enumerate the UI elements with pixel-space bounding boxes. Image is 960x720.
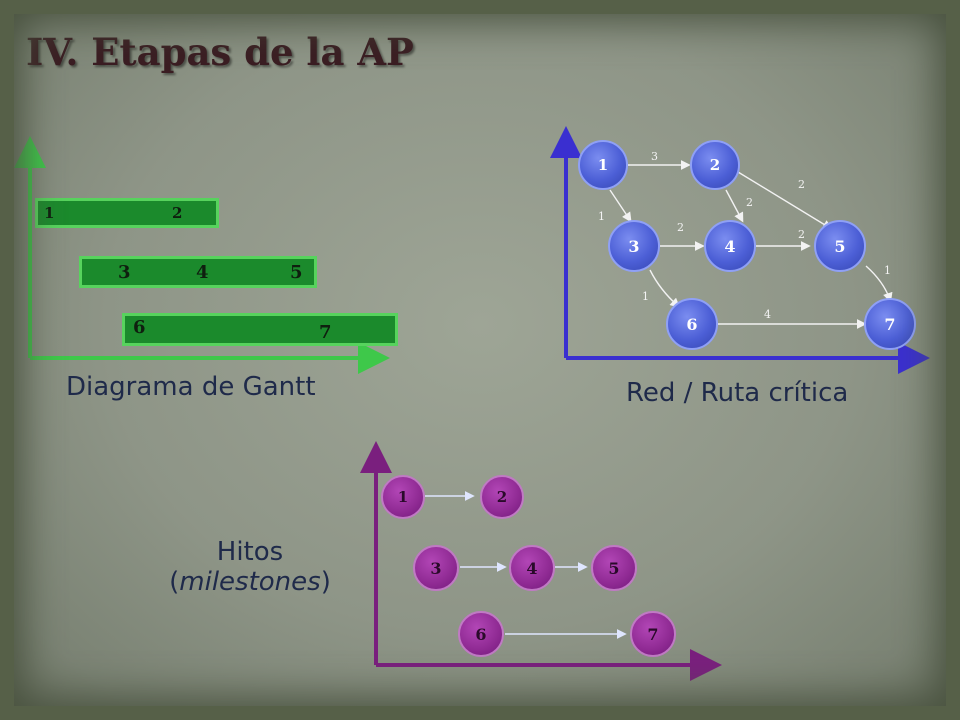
edge-weight-3-6: 1 [642, 290, 649, 303]
network-node-5: 5 [814, 220, 866, 272]
edge-weight-3-4: 2 [677, 221, 684, 234]
network-node-1: 1 [578, 140, 628, 190]
gantt-axes [14, 136, 390, 374]
gantt-caption: Diagrama de Gantt [66, 372, 316, 402]
milestones-caption-italic: milestones [179, 567, 321, 597]
network-node-6: 6 [666, 298, 718, 350]
network-node-3: 3 [608, 220, 660, 272]
milestones-caption: Hitos (milestones) [160, 537, 340, 597]
milestone-node-7: 7 [630, 611, 676, 657]
edge-weight-5-7: 1 [884, 264, 891, 277]
gantt-label-3: 3 [118, 262, 131, 283]
milestones-caption-title: Hitos [216, 537, 284, 567]
gantt-label-6: 6 [133, 317, 146, 338]
slide-title: IV. Etapas de la AP [26, 30, 414, 74]
network-node-4: 4 [704, 220, 756, 272]
milestone-node-5: 5 [591, 545, 637, 591]
milestone-axes [360, 441, 722, 681]
gantt-bar-3: 6 7 [122, 313, 398, 346]
gantt-label-7: 7 [319, 322, 332, 343]
milestones-caption-close-paren: ) [320, 567, 331, 597]
milestone-node-6: 6 [458, 611, 504, 657]
milestone-links [425, 491, 627, 639]
edge-weight-1-3: 1 [598, 210, 605, 223]
gantt-label-1: 1 [44, 204, 55, 222]
edge-weight-2-5: 2 [798, 178, 805, 191]
network-edges [609, 160, 893, 329]
edge-weight-6-7: 4 [764, 308, 771, 321]
gantt-bar-1: 1 2 [35, 198, 219, 228]
network-axes [550, 126, 930, 374]
milestone-node-4: 4 [509, 545, 555, 591]
network-caption: Red / Ruta crítica [626, 378, 849, 408]
edge-weight-1-2: 3 [651, 150, 658, 163]
milestones-caption-subtitle: (milestones) [160, 567, 340, 597]
edge-weight-4-5: 2 [798, 228, 805, 241]
milestone-node-1: 1 [381, 475, 425, 519]
gantt-bar-2: 3 4 5 [79, 256, 317, 288]
network-node-2: 2 [690, 140, 740, 190]
gantt-label-2: 2 [172, 204, 183, 222]
milestones-caption-open-paren: ( [169, 567, 180, 597]
gantt-label-5: 5 [290, 262, 303, 283]
network-node-7: 7 [864, 298, 916, 350]
milestone-node-3: 3 [413, 545, 459, 591]
gantt-label-4: 4 [196, 262, 209, 283]
edge-weight-2-4: 2 [746, 196, 753, 209]
milestone-node-2: 2 [480, 475, 524, 519]
